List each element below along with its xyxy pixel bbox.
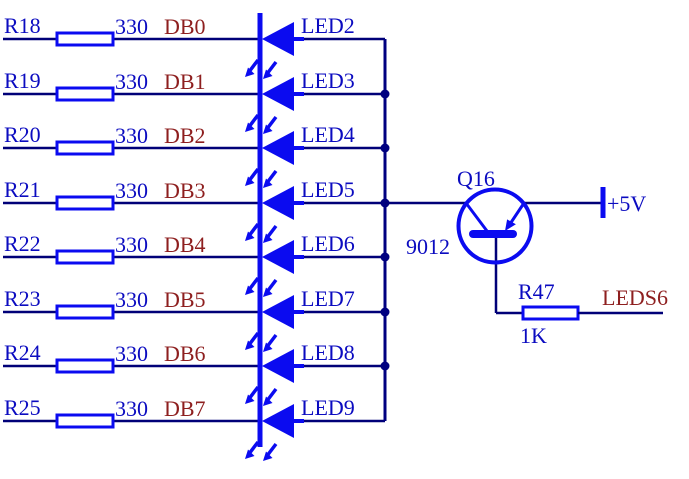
emitter-arrowhead-icon [505,219,516,231]
resistor-symbol [55,31,115,47]
led-driver-row: R21 330 DB3 LED5 [3,177,385,243]
junction-dot [380,143,390,153]
light-emission-arrowhead-icon [245,176,255,186]
resistor-ref: R18 [4,13,41,38]
resistor-ref: R19 [4,68,41,93]
resistor-symbol [521,305,580,321]
net-label: DB1 [164,69,206,94]
led-ref: LED4 [301,122,355,147]
net-label: DB3 [164,178,206,203]
light-emission-arrowhead-icon [263,69,273,79]
led-triangle [262,186,294,220]
resistor-ref: R47 [518,279,555,304]
power-label: +5V [607,191,646,216]
net-label: DB0 [164,14,206,39]
resistor-value: 330 [115,396,148,421]
resistor-ref: R25 [4,395,41,420]
led-driver-row: R18 330 DB0 LED2 [3,13,385,79]
light-emission-arrowhead-icon [263,396,273,406]
resistor-value: 330 [115,178,148,203]
led-ref: LED5 [301,177,355,202]
resistor-ref: R22 [4,231,41,256]
led-driver-row: R22 330 DB4 LED6 [3,231,385,297]
junction-dot [380,361,390,371]
light-emission-arrowhead-icon [245,67,255,77]
junction-dot [380,307,390,317]
resistor-symbol [55,358,115,374]
resistor-value: 330 [115,123,148,148]
junction-dot [380,252,390,262]
transistor-body [456,187,534,265]
resistor-ref: R23 [4,286,41,311]
transistor-model: 9012 [406,234,450,259]
led-driver-row: R24 330 DB6 LED8 [3,340,385,406]
resistor-symbol [55,195,115,211]
base-resistor-circuit: R47 1K LEDS6 [496,279,668,348]
led-ref: LED8 [301,340,355,365]
resistor-value: 330 [115,69,148,94]
led-ref: LED7 [301,286,355,311]
led-driver-row: R20 330 DB2 LED4 [3,122,385,188]
power-rail: +5V [600,187,646,218]
net-label: DB2 [164,123,206,148]
led-driver-row: R19 330 DB1 LED3 [3,68,385,134]
light-emission-arrowhead-icon [245,122,255,132]
resistor-ref: R20 [4,122,41,147]
resistor-value: 330 [115,287,148,312]
led-ref: LED6 [301,231,355,256]
transistor-circuit: Q16 9012 [385,166,601,313]
net-label: LEDS6 [602,285,668,310]
light-emission-arrowhead-icon [245,394,255,404]
junction-dot [380,89,390,99]
light-emission-arrowhead-icon [263,124,273,134]
resistor-value: 330 [115,341,148,366]
resistor-symbol [55,249,115,265]
light-emission-arrowhead-icon [263,342,273,352]
led-ref: LED9 [301,395,355,420]
led-triangle [262,240,294,274]
light-emission-arrowhead-icon [245,231,255,241]
led-triangle [262,349,294,383]
resistor-ref: R24 [4,340,41,365]
net-label: DB6 [164,341,206,366]
led-ref: LED3 [301,68,355,93]
led-driver-row: R23 330 DB5 LED7 [3,286,385,352]
resistor-symbol [55,304,115,320]
light-emission-arrowhead-icon [245,285,255,295]
led-triangle [262,295,294,329]
net-label: DB4 [164,232,206,257]
light-emission-arrowhead-icon [263,178,273,188]
collector-lead [464,202,489,232]
light-emission-arrowhead-icon [245,449,255,459]
junction-dots [380,89,390,371]
resistor-symbol [55,86,115,102]
resistor-value: 1K [520,323,547,348]
led-triangle [262,77,294,111]
led-triangle [262,22,294,56]
resistor-value: 330 [115,14,148,39]
light-emission-arrowhead-icon [263,451,273,461]
resistor-value: 330 [115,232,148,257]
resistor-ref: R21 [4,177,41,202]
net-label: DB5 [164,287,206,312]
light-emission-arrowhead-icon [245,340,255,350]
resistor-symbol [55,413,115,429]
transistor-ref: Q16 [457,166,495,191]
led-ref: LED2 [301,13,355,38]
light-emission-arrowhead-icon [263,287,273,297]
resistor-symbol [55,140,115,156]
led-triangle [262,131,294,165]
light-emission-arrowhead-icon [263,233,273,243]
net-label: DB7 [164,396,206,421]
led-driver-row: R25 330 DB7 LED9 [3,395,385,461]
led-triangle [262,404,294,438]
